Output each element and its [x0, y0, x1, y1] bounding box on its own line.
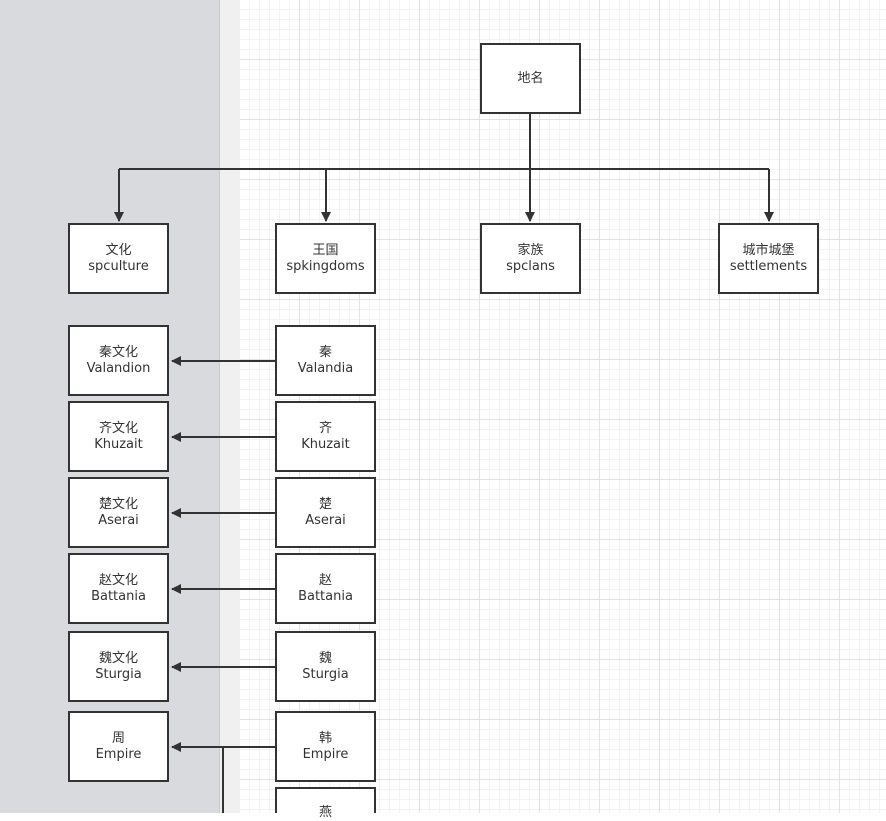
node-kingdom[interactable]: 韩 Empire: [275, 711, 376, 782]
node-category-culture[interactable]: 文化 spculture: [68, 223, 169, 294]
node-label-en: settlements: [729, 258, 808, 274]
node-label-en: Battania: [298, 588, 353, 604]
node-label-cn: 楚: [318, 496, 332, 512]
node-culture[interactable]: 齐文化 Khuzait: [68, 401, 169, 472]
node-label-en: Sturgia: [302, 666, 349, 682]
node-label-cn: 韩: [318, 730, 332, 746]
node-label-cn: 城市城堡: [742, 242, 795, 258]
node-culture[interactable]: 秦文化 Valandion: [68, 325, 169, 396]
node-kingdom[interactable]: 齐 Khuzait: [275, 401, 376, 472]
node-label-en: Aserai: [98, 512, 139, 528]
node-root[interactable]: 地名: [480, 43, 581, 114]
node-label-cn: 周: [111, 730, 125, 746]
node-label-cn: 赵文化: [98, 572, 138, 588]
node-label-en: Battania: [91, 588, 146, 604]
node-label-cn: 秦文化: [98, 344, 138, 360]
panel-splitter[interactable]: [219, 0, 240, 813]
node-label-en: Aserai: [305, 512, 346, 528]
node-kingdom[interactable]: 赵 Battania: [275, 553, 376, 624]
node-label-cn: 文化: [105, 242, 132, 258]
node-label-en: Empire: [302, 746, 349, 762]
node-label-en: spkingdoms: [286, 258, 365, 274]
node-kingdom[interactable]: 秦 Valandia: [275, 325, 376, 396]
node-label-en: Valandion: [86, 360, 151, 376]
node-label-cn: 齐文化: [98, 420, 138, 436]
node-label-cn: 魏文化: [98, 650, 138, 666]
node-culture[interactable]: 魏文化 Sturgia: [68, 631, 169, 702]
node-category-kingdoms[interactable]: 王国 spkingdoms: [275, 223, 376, 294]
node-label-cn: 楚文化: [98, 496, 138, 512]
node-kingdom[interactable]: 魏 Sturgia: [275, 631, 376, 702]
node-label-cn: 王国: [312, 242, 339, 258]
node-label-cn: 赵: [318, 572, 332, 588]
node-label-cn: 魏: [318, 650, 332, 666]
node-kingdom[interactable]: 燕: [275, 787, 376, 820]
node-label-en: spclans: [506, 258, 555, 274]
node-category-clans[interactable]: 家族 spclans: [480, 223, 581, 294]
node-label-en: Sturgia: [95, 666, 142, 682]
node-culture[interactable]: 赵文化 Battania: [68, 553, 169, 624]
node-category-settlements[interactable]: 城市城堡 settlements: [718, 223, 819, 294]
node-label-cn: 秦: [318, 344, 332, 360]
node-culture[interactable]: 楚文化 Aserai: [68, 477, 169, 548]
node-label-en: Empire: [95, 746, 142, 762]
node-label-cn: 齐: [318, 420, 332, 436]
node-culture[interactable]: 周 Empire: [68, 711, 169, 782]
node-label-cn: 家族: [517, 242, 544, 258]
node-label-en: Khuzait: [301, 436, 350, 452]
node-label-cn: 燕: [318, 805, 332, 820]
node-kingdom[interactable]: 楚 Aserai: [275, 477, 376, 548]
node-label-en: Khuzait: [94, 436, 143, 452]
node-label-en: Valandia: [297, 360, 354, 376]
node-label-en: spculture: [88, 258, 149, 274]
node-root-label: 地名: [517, 70, 544, 86]
